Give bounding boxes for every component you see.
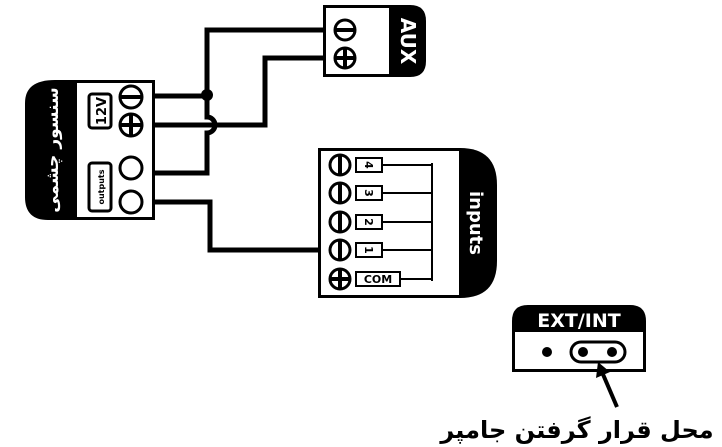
inputs-label: inputs (465, 191, 486, 255)
wire-output1 (152, 96, 218, 176)
input-terminal-label: 2 (362, 218, 375, 226)
input-terminal-label: 3 (362, 189, 375, 197)
wire-negative (152, 27, 325, 99)
sensor-title: سنسور چشمی (43, 87, 63, 212)
outputs-label: outputs (97, 169, 106, 204)
wires (152, 27, 325, 253)
wire-positive (152, 55, 325, 128)
input-terminal-label: 1 (362, 246, 375, 254)
output-terminal-icon (118, 189, 144, 215)
input-terminal-label: COM (364, 273, 392, 286)
input-terminal-label: 4 (362, 161, 375, 169)
jumper-label: EXT/INT (537, 310, 620, 332)
jumper-block: EXT/INT محل قرار گرفتن جامپر (439, 305, 714, 444)
wire-output2 (152, 199, 320, 253)
voltage-label: 12V (95, 97, 110, 125)
output-terminal-icon (118, 155, 144, 181)
arrow-icon (600, 371, 619, 408)
aux-module: AUX (323, 5, 426, 77)
inputs-module: inputs 4 3 2 1 COM (318, 148, 497, 298)
sensor-module: سنسور چشمی 12V outputs (25, 80, 155, 220)
jumper-caption: محل قرار گرفتن جامپر (439, 416, 713, 444)
aux-label: AUX (396, 18, 420, 65)
junction-dot (201, 89, 213, 101)
